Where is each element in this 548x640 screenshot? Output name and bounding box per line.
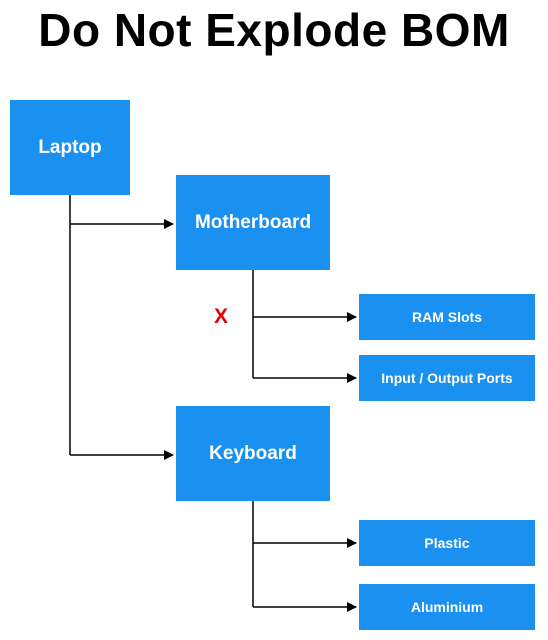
do-not-explode-marker: X bbox=[214, 305, 229, 328]
node-plastic-label: Plastic bbox=[424, 535, 470, 551]
node-laptop: Laptop bbox=[10, 100, 130, 195]
node-aluminium: Aluminium bbox=[359, 584, 535, 630]
node-keyboard: Keyboard bbox=[176, 406, 330, 501]
node-laptop-label: Laptop bbox=[38, 136, 102, 158]
node-io-ports: Input / Output Ports bbox=[359, 355, 535, 401]
node-motherboard: Motherboard bbox=[176, 175, 330, 270]
node-ram-slots: RAM Slots bbox=[359, 294, 535, 340]
node-ram-slots-label: RAM Slots bbox=[412, 309, 482, 325]
node-plastic: Plastic bbox=[359, 520, 535, 566]
node-io-ports-label: Input / Output Ports bbox=[381, 370, 513, 386]
node-aluminium-label: Aluminium bbox=[410, 599, 484, 615]
node-keyboard-label: Keyboard bbox=[209, 442, 297, 464]
node-motherboard-label: Motherboard bbox=[194, 211, 312, 233]
diagram-title: Do Not Explode BOM bbox=[38, 4, 510, 56]
